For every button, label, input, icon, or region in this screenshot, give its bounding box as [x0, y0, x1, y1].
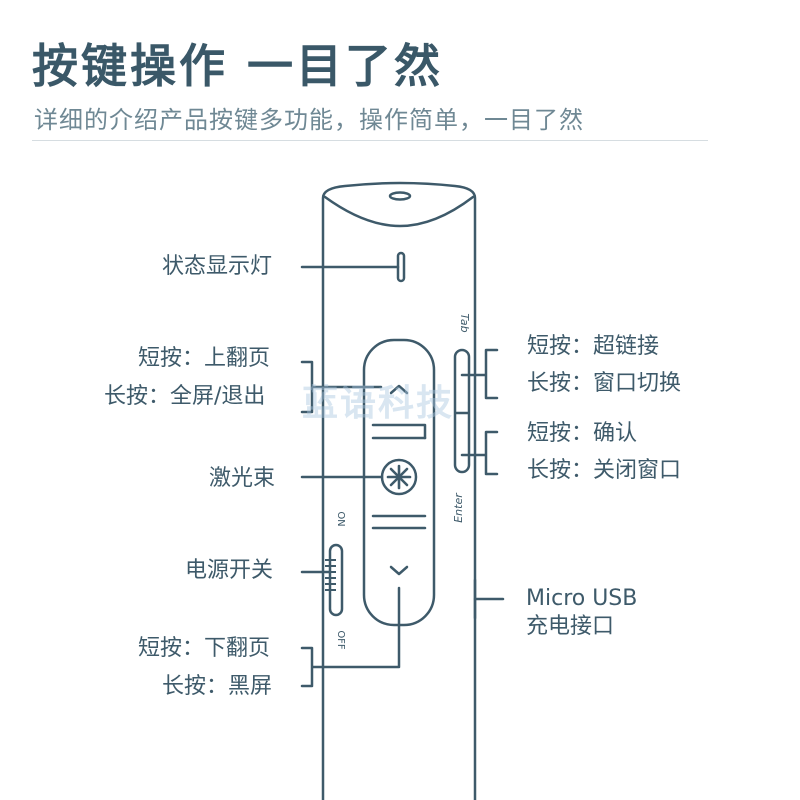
label-tab-short: 短按：超链接: [527, 334, 660, 359]
page-title: 按键操作 一目了然: [32, 39, 444, 93]
header-divider: [32, 140, 708, 141]
enter-label: Enter: [452, 492, 465, 523]
label-enter-short: 短按：确认: [527, 421, 638, 446]
pen-top-hole: [388, 191, 412, 201]
callout-line-down: [300, 586, 401, 688]
label-usb-line1: Micro USB: [526, 586, 638, 611]
chevron-up-icon: [389, 384, 409, 395]
pen-cap-curve: [323, 195, 475, 228]
chevron-down-icon: [389, 565, 409, 576]
label-status-light: 状态显示灯: [162, 254, 273, 279]
watermark: 蓝语科技: [302, 383, 455, 424]
label-laser: 激光束: [209, 466, 276, 491]
label-power-switch: 电源开关: [185, 558, 274, 583]
tab-button-outline: [453, 348, 471, 474]
power-switch-ridges: [325, 559, 336, 591]
page-subtitle: 详细的介绍产品按键多功能，操作简单，一目了然: [34, 106, 584, 134]
button-separator-top: [371, 423, 427, 440]
pen-body-outline: [321, 181, 477, 800]
power-switch-outline: [328, 543, 344, 617]
off-label: OFF: [335, 630, 346, 650]
label-up-short: 短按：上翻页: [138, 346, 271, 371]
tab-label: Tab: [458, 313, 471, 332]
label-enter-long: 长按：关闭窗口: [527, 458, 682, 483]
callout-line-up: [300, 360, 383, 414]
label-up-long: 长按：全屏/退出: [104, 384, 266, 409]
callout-line-enter: [460, 430, 499, 476]
label-down-long: 长按：黑屏: [162, 674, 273, 699]
label-down-short: 短按：下翻页: [138, 636, 271, 661]
label-usb-line2: 充电接口: [526, 614, 615, 639]
laser-asterisk-icon: [386, 464, 412, 490]
label-tab-long: 长按：窗口切换: [527, 371, 682, 396]
callout-line-tab: [460, 348, 499, 400]
on-label: ON: [335, 511, 346, 526]
